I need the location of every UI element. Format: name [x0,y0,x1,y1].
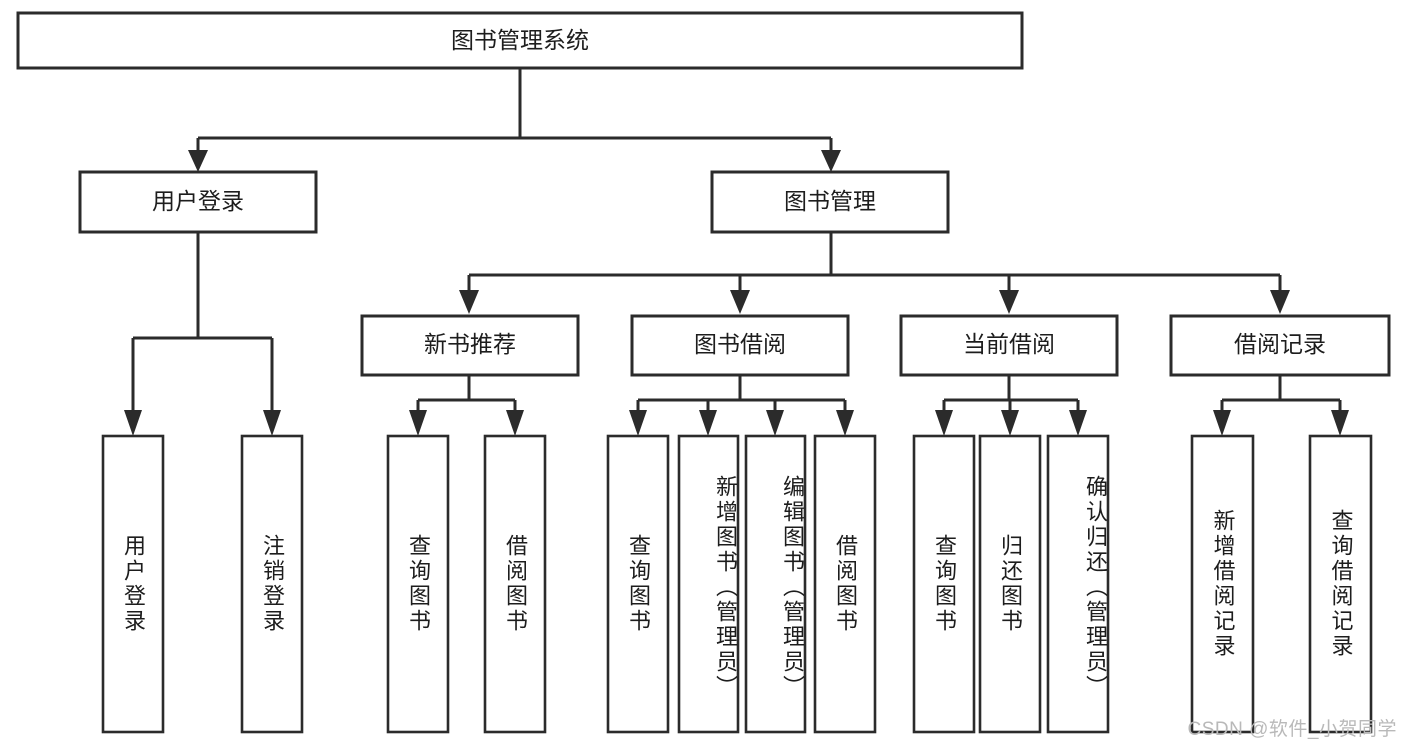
edges-borrow-records-to-leaves [1213,375,1349,436]
leaf-box-query-book-3[interactable] [912,434,976,734]
arrow-leaf-borrow-book-1 [506,410,524,436]
node-new-book-recommend[interactable]: 新书推荐 [360,314,580,377]
node-user-login-box [78,170,318,234]
node-user-login[interactable]: 用户登录 [78,170,318,234]
arrow-leaf-user-login [124,410,142,436]
leaf-box-borrow-book-1[interactable] [483,434,547,734]
arrow-to-book-borrow [730,290,750,314]
arrow-to-user-login [188,150,208,172]
arrow-leaf-query-record [1331,410,1349,436]
node-current-borrow-label: 当前借阅 [963,331,1055,357]
edges-new-book-recommend-to-leaves [409,375,524,436]
arrow-leaf-borrow-book-2 [836,410,854,436]
edges-current-borrow-to-leaves [935,375,1087,436]
edges-root-to-level2 [188,68,841,172]
node-borrow-records-box [1169,314,1391,377]
arrow-leaf-add-record [1213,410,1231,436]
csdn-watermark: CSDN @软件_小贺同学 [1187,719,1397,740]
node-user-login-label: 用户登录 [152,188,244,214]
node-book-borrow-box [630,314,850,377]
node-book-management-box [710,170,950,234]
leaf-boxes-group [101,434,1373,734]
edges-user-login-to-leaves [124,232,281,436]
node-root-label: 图书管理系统 [451,27,589,53]
arrow-to-borrow-records [1270,290,1290,314]
leaf-box-add-book[interactable] [677,434,740,734]
leaf-box-logout[interactable] [240,434,304,734]
node-new-book-recommend-box [360,314,580,377]
leaf-box-query-book-2[interactable] [606,434,670,734]
leaf-box-confirm-return[interactable] [1046,434,1110,734]
node-root-system[interactable]: 图书管理系统 [16,11,1024,70]
node-book-management-label: 图书管理 [784,188,876,214]
arrow-leaf-add-book [699,410,717,436]
node-book-borrow[interactable]: 图书借阅 [630,314,850,377]
leaf-box-add-record[interactable] [1190,434,1255,734]
node-book-management[interactable]: 图书管理 [710,170,950,234]
node-root-box [16,11,1024,70]
arrow-leaf-query-book-1 [409,410,427,436]
leaf-box-query-record[interactable] [1308,434,1373,734]
node-new-book-recommend-label: 新书推荐 [424,331,516,357]
leaf-box-user-login[interactable] [101,434,165,734]
arrow-leaf-return-book [1001,410,1019,436]
node-borrow-records-label: 借阅记录 [1234,331,1326,357]
node-borrow-records[interactable]: 借阅记录 [1169,314,1391,377]
arrow-leaf-confirm-return [1069,410,1087,436]
leaf-box-borrow-book-2[interactable] [813,434,877,734]
leaf-box-query-book-1[interactable] [386,434,450,734]
leaf-box-return-book[interactable] [978,434,1042,734]
leaf-box-edit-book[interactable] [744,434,807,734]
edges-book-borrow-to-leaves [629,375,854,436]
node-current-borrow[interactable]: 当前借阅 [899,314,1119,377]
arrow-to-book-mgmt [821,150,841,172]
arrow-leaf-logout [263,410,281,436]
arrow-leaf-query-book-2 [629,410,647,436]
edges-book-mgmt-to-level3 [459,232,1290,314]
arrow-to-new-book-recommend [459,290,479,314]
arrow-leaf-query-book-3 [935,410,953,436]
node-current-borrow-box [899,314,1119,377]
arrow-leaf-edit-book [766,410,784,436]
arrow-to-current-borrow [999,290,1019,314]
node-book-borrow-label: 图书借阅 [694,331,786,357]
